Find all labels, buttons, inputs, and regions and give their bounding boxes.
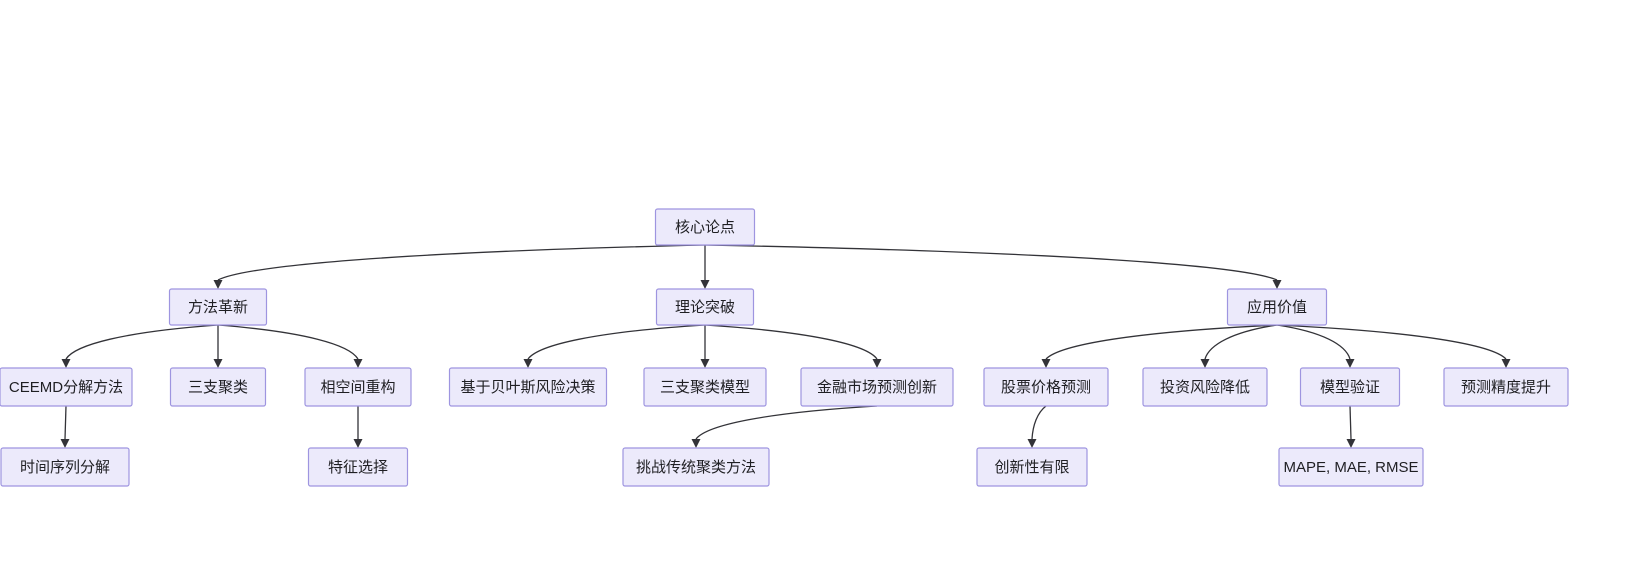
arrow-head-icon <box>700 359 710 368</box>
node-tsdecomp[interactable]: 时间序列分解 <box>0 447 130 487</box>
node-feature[interactable]: 特征选择 <box>307 447 409 487</box>
node-threeway[interactable]: 三支聚类 <box>169 367 267 407</box>
node-twcmodel[interactable]: 三支聚类模型 <box>643 367 767 407</box>
node-label: 三支聚类 <box>188 379 248 396</box>
node-label: 三支聚类模型 <box>660 379 750 396</box>
node-box <box>622 447 770 487</box>
node-box <box>976 447 1088 487</box>
node-box <box>1226 288 1328 326</box>
node-label: 相空间重构 <box>320 379 395 396</box>
edge-theory-to-bayes <box>527 324 706 360</box>
arrow-head-icon <box>523 359 533 368</box>
node-metrics[interactable]: MAPE, MAE, RMSE <box>1278 447 1424 487</box>
node-label: 金融市场预测创新 <box>817 379 937 396</box>
edge-method-to-phase <box>217 324 359 360</box>
node-box <box>655 288 755 326</box>
arrow-head-icon <box>1027 439 1037 448</box>
arrow-head-icon <box>60 439 70 448</box>
edge-method-to-ceemd <box>65 324 219 360</box>
node-label: 应用价值 <box>1247 298 1307 316</box>
node-box <box>643 367 767 407</box>
node-box <box>800 367 954 407</box>
arrow-head-icon <box>700 280 710 289</box>
node-phase[interactable]: 相空间重构 <box>304 367 412 407</box>
edge-finance-to-challenge <box>695 405 878 440</box>
arrow-head-icon <box>213 359 223 368</box>
node-label: 时间序列分解 <box>20 459 110 476</box>
node-bayes[interactable]: 基于贝叶斯风险决策 <box>448 367 608 407</box>
edge-root-to-application <box>704 244 1278 281</box>
node-label: 模型验证 <box>1320 379 1380 396</box>
edge-application-to-validate <box>1276 324 1351 360</box>
node-box <box>0 447 130 487</box>
arrow-head-icon <box>1501 359 1511 368</box>
arrow-head-icon <box>691 439 701 448</box>
node-ceemd[interactable]: CEEMD分解方法 <box>0 367 133 407</box>
node-box <box>304 367 412 407</box>
node-box <box>1443 367 1569 407</box>
node-challenge[interactable]: 挑战传统聚类方法 <box>622 447 770 487</box>
edge-application-to-risk <box>1204 324 1278 360</box>
node-label: 投资风险降低 <box>1160 379 1250 396</box>
node-label: 创新性有限 <box>994 459 1069 476</box>
arrow-head-icon <box>1200 359 1210 368</box>
arrow-head-icon <box>1272 280 1282 289</box>
node-accuracy[interactable]: 预测精度提升 <box>1443 367 1569 407</box>
node-method[interactable]: 方法革新 <box>168 288 268 326</box>
node-box <box>168 288 268 326</box>
node-label: MAPE, MAE, RMSE <box>1283 459 1418 476</box>
arrow-head-icon <box>213 280 223 289</box>
arrow-head-icon <box>1346 439 1356 448</box>
node-box <box>448 367 608 407</box>
arrow-head-icon <box>1041 359 1051 368</box>
node-label: 挑战传统聚类方法 <box>636 459 756 476</box>
arrow-head-icon <box>1345 359 1355 368</box>
node-risk[interactable]: 投资风险降低 <box>1142 367 1268 407</box>
edge-application-to-stock <box>1045 324 1278 360</box>
node-label: 股票价格预测 <box>1001 379 1091 396</box>
node-box <box>654 208 756 246</box>
arrow-head-icon <box>61 359 71 368</box>
node-box <box>169 367 267 407</box>
node-box <box>0 367 133 407</box>
edge-root-to-method <box>217 244 706 281</box>
node-label: 特征选择 <box>328 459 388 476</box>
edge-application-to-accuracy <box>1276 324 1507 360</box>
node-label: 理论突破 <box>675 299 735 316</box>
node-box <box>1278 447 1424 487</box>
node-label: CEEMD分解方法 <box>9 379 123 396</box>
node-limited[interactable]: 创新性有限 <box>976 447 1088 487</box>
arrow-head-icon <box>872 359 882 368</box>
node-stock[interactable]: 股票价格预测 <box>983 367 1109 407</box>
node-application[interactable]: 应用价值 <box>1226 288 1328 326</box>
edge-stock-to-limited <box>1031 405 1047 440</box>
node-box <box>1299 367 1401 407</box>
node-label: 预测精度提升 <box>1461 379 1551 396</box>
node-box <box>1142 367 1268 407</box>
node-root[interactable]: 核心论点 <box>654 208 756 246</box>
edge-ceemd-to-tsdecomp <box>64 405 67 440</box>
node-box <box>983 367 1109 407</box>
node-validate[interactable]: 模型验证 <box>1299 367 1401 407</box>
edge-layer <box>60 244 1511 448</box>
edge-validate-to-metrics <box>1349 405 1352 440</box>
node-label: 基于贝叶斯风险决策 <box>460 379 595 396</box>
node-theory[interactable]: 理论突破 <box>655 288 755 326</box>
node-box <box>307 447 409 487</box>
arrow-head-icon <box>353 439 363 448</box>
node-finance[interactable]: 金融市场预测创新 <box>800 367 954 407</box>
node-label: 核心论点 <box>675 219 735 236</box>
arrow-head-icon <box>353 359 363 368</box>
node-label: 方法革新 <box>188 299 248 316</box>
edge-theory-to-finance <box>704 324 878 360</box>
